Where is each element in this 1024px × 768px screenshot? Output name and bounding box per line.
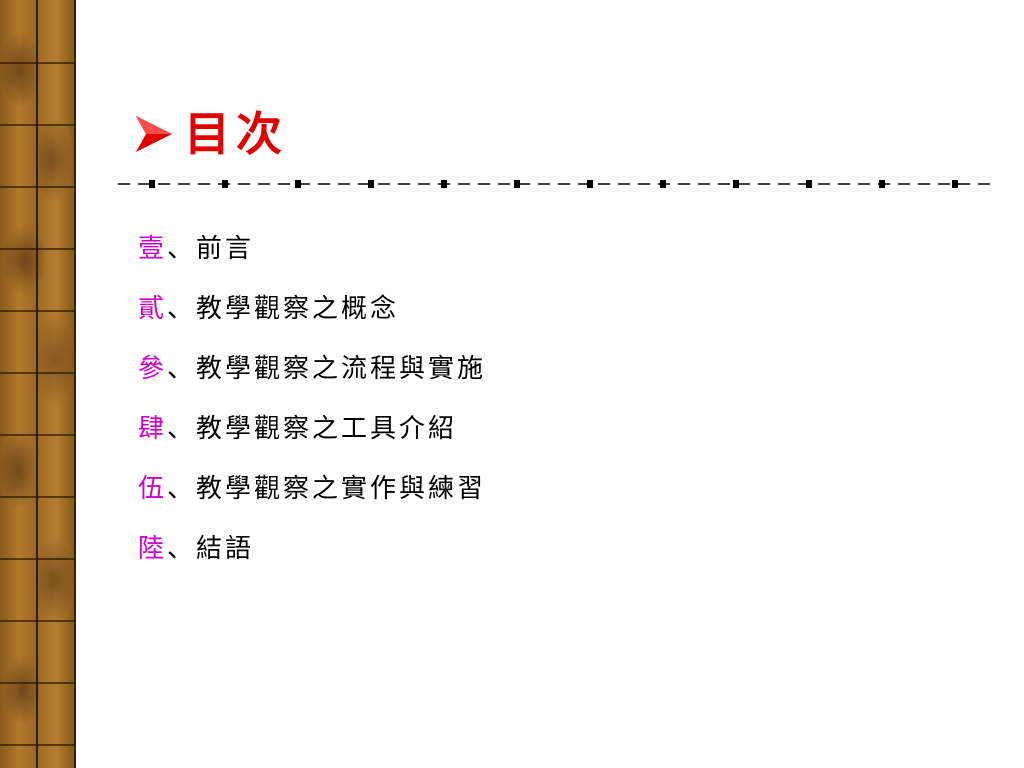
toc-label: 教學觀察之工具介紹	[196, 413, 458, 444]
title-row: 目次	[132, 104, 288, 164]
toc-separator: 、	[167, 413, 197, 444]
toc-separator: 、	[167, 293, 197, 324]
toc-numeral: 伍	[138, 473, 168, 504]
strip-hline	[0, 372, 76, 374]
strip-hline	[0, 558, 76, 560]
toc-label: 結語	[196, 533, 255, 564]
strip-hline	[0, 682, 76, 684]
toc-separator: 、	[167, 353, 197, 384]
toc-label: 教學觀察之概念	[196, 293, 400, 324]
arrow-bullet-icon	[136, 116, 172, 152]
toc-numeral: 貳	[138, 293, 168, 324]
toc-separator: 、	[167, 533, 197, 564]
bamboo-leaf-decoration	[0, 0, 76, 768]
toc-numeral: 陸	[138, 533, 168, 564]
toc-list: 壹、前言貳、教學觀察之概念參、教學觀察之流程與實施肆、教學觀察之工具介紹伍、教學…	[138, 216, 486, 576]
strip-hline	[0, 434, 76, 436]
toc-label: 教學觀察之流程與實施	[196, 353, 487, 384]
toc-numeral: 肆	[138, 413, 168, 444]
toc-numeral: 參	[138, 353, 168, 384]
toc-item: 貳、教學觀察之概念	[138, 276, 486, 336]
strip-hline	[0, 310, 76, 312]
toc-item: 肆、教學觀察之工具介紹	[138, 396, 486, 456]
toc-item: 壹、前言	[138, 216, 486, 276]
toc-item: 伍、教學觀察之實作與練習	[138, 456, 486, 516]
toc-label: 前言	[196, 233, 255, 264]
strip-vline	[36, 0, 38, 768]
strip-hline	[0, 186, 76, 188]
page-title: 目次	[184, 107, 288, 161]
strip-hline	[0, 248, 76, 250]
strip-grid	[0, 0, 76, 768]
strip-hline	[0, 744, 76, 746]
toc-item: 陸、結語	[138, 516, 486, 576]
dotted-rule-icon	[118, 180, 990, 188]
toc-item: 參、教學觀察之流程與實施	[138, 336, 486, 396]
strip-hline	[0, 620, 76, 622]
toc-separator: 、	[167, 233, 197, 264]
toc-numeral: 壹	[138, 233, 168, 264]
strip-hline	[0, 496, 76, 498]
toc-label: 教學觀察之實作與練習	[196, 473, 487, 504]
strip-hline	[0, 62, 76, 64]
toc-separator: 、	[167, 473, 197, 504]
strip-hline	[0, 124, 76, 126]
